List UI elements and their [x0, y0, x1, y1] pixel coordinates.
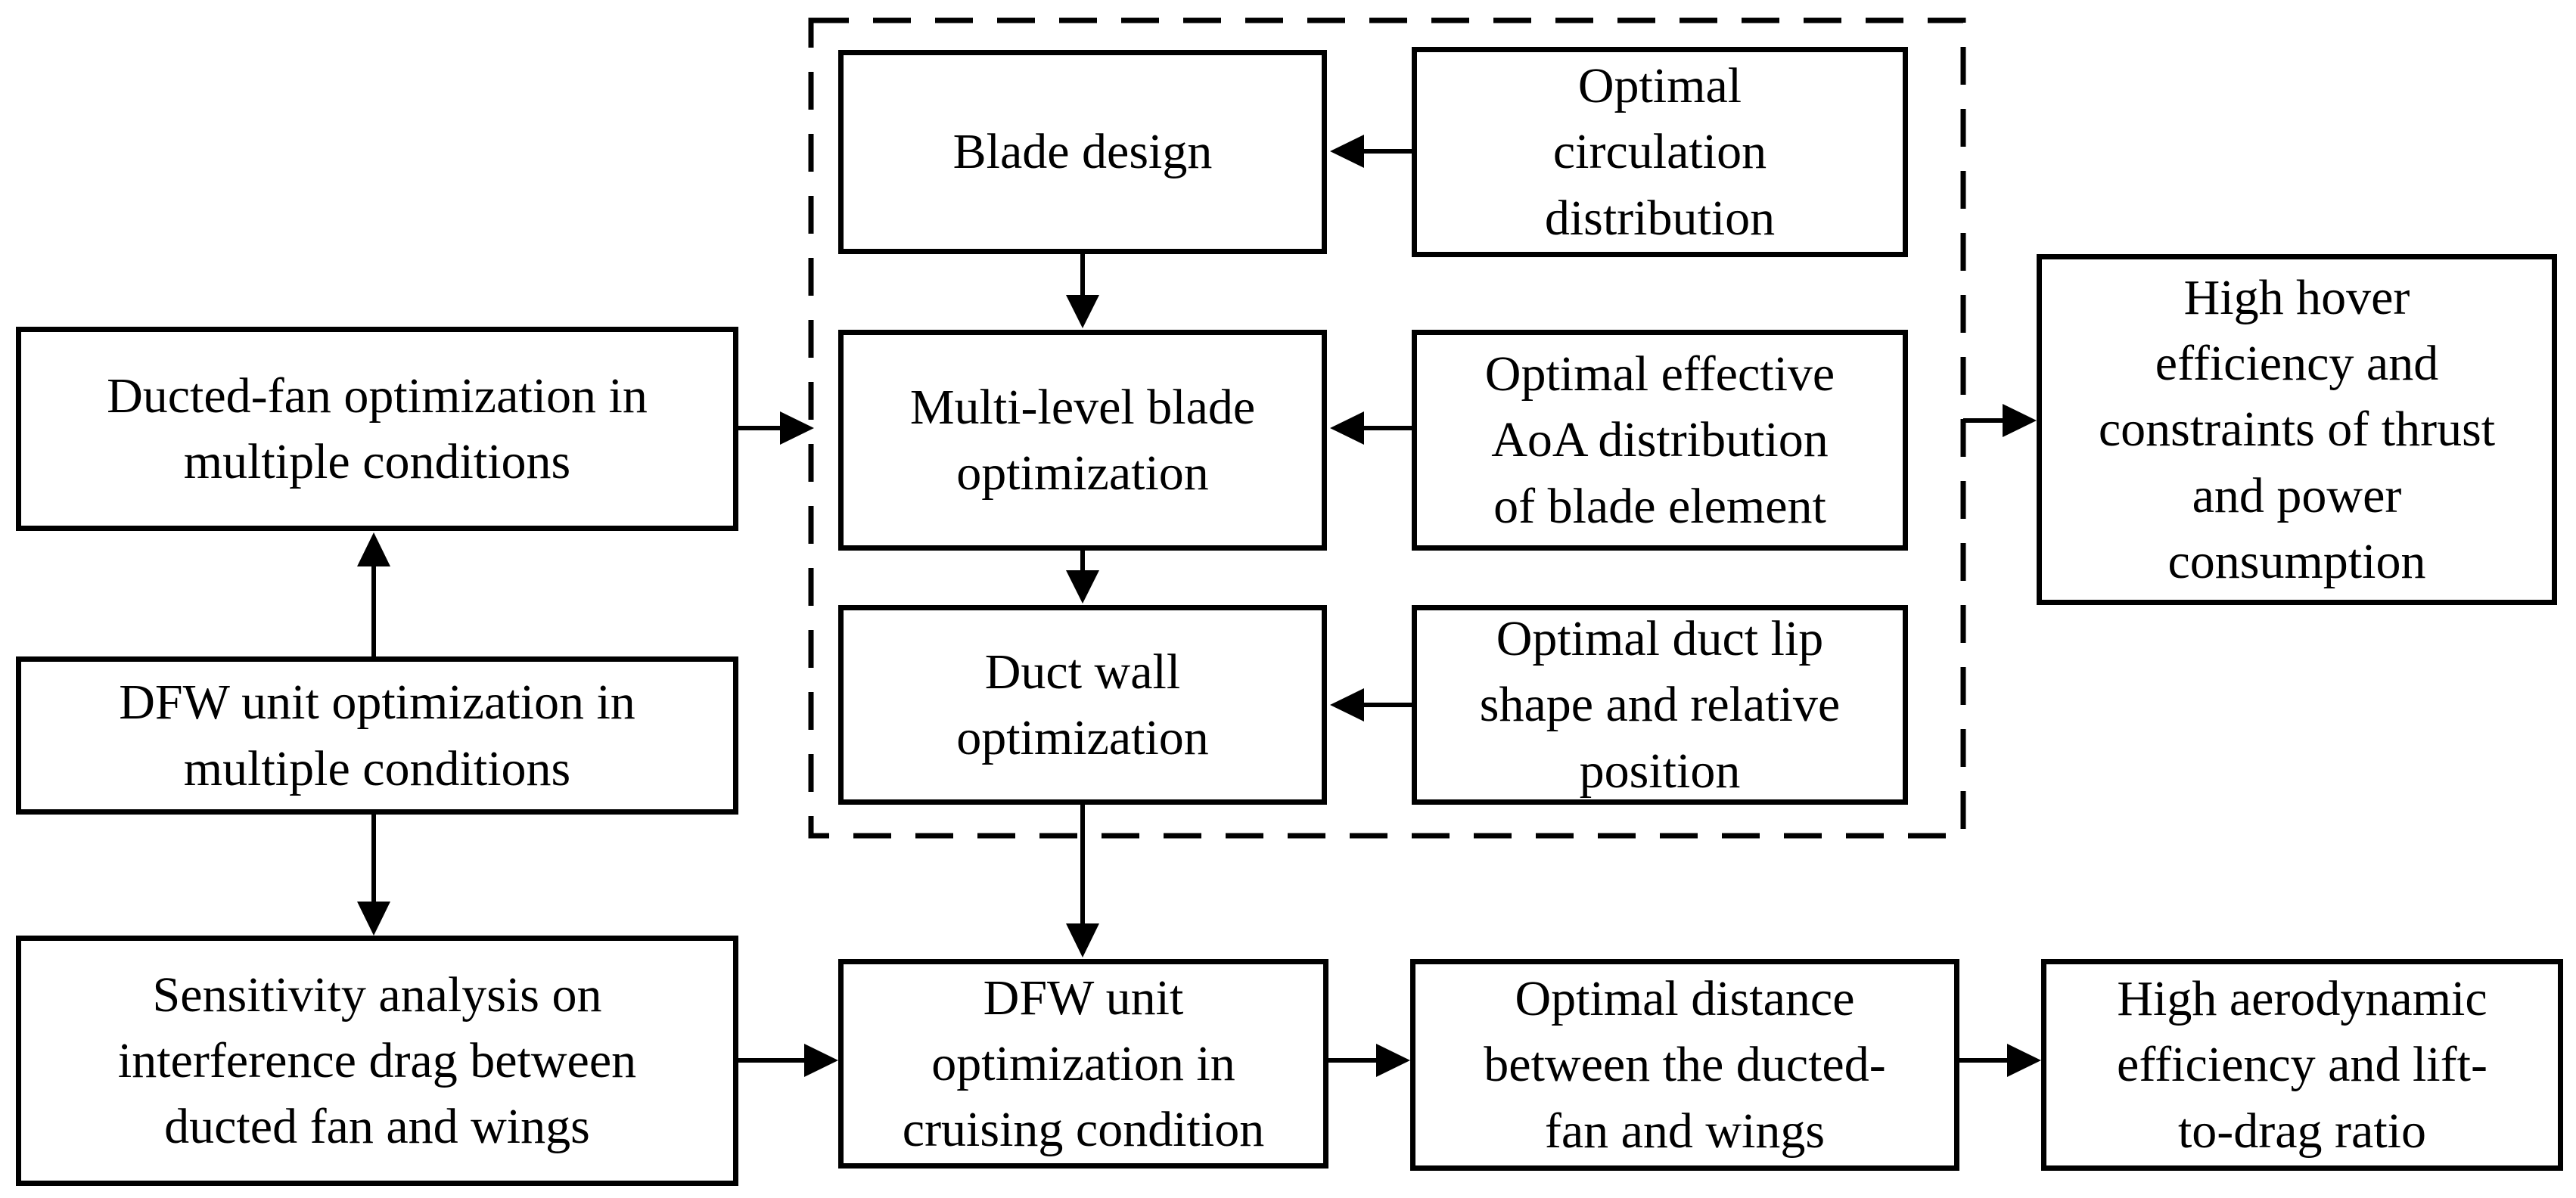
- arrow-duct-lip-to-duct-wall: [1330, 688, 1412, 722]
- arrow-multi-level-to-duct-wall: [1066, 551, 1099, 604]
- dashed-group-border: [808, 17, 1966, 839]
- box-blade-design: Blade design: [838, 50, 1327, 254]
- arrow-dfw-multi-to-sensitivity: [357, 815, 390, 936]
- arrow-ducted-fan-to-group: [738, 411, 814, 445]
- arrow-opt-distance-to-high-aero: [1959, 1044, 2041, 1077]
- box-ducted-fan-optimization: Ducted-fan optimization in multiple cond…: [16, 327, 738, 531]
- arrow-duct-wall-to-dfw-cruise: [1066, 805, 1099, 957]
- box-optimal-circulation-distribution: Optimal circulation distribution: [1412, 47, 1908, 257]
- box-multi-level-blade-optimization: Multi-level blade optimization: [838, 330, 1327, 551]
- arrow-sensitivity-to-dfw-cruise: [738, 1044, 838, 1077]
- box-optimal-effective-aoa: Optimal effective AoA distribution of bl…: [1412, 330, 1908, 551]
- box-optimal-distance: Optimal distance between the ducted- fan…: [1410, 959, 1959, 1171]
- box-duct-wall-optimization: Duct wall optimization: [838, 605, 1327, 805]
- arrow-dfw-multi-to-ducted-fan: [357, 532, 390, 656]
- arrow-circulation-to-blade-design: [1330, 135, 1412, 168]
- arrow-group-to-high-hover: [1963, 404, 2037, 437]
- box-dfw-unit-optimization-cruising: DFW unit optimization in cruising condit…: [838, 959, 1328, 1169]
- box-high-hover-efficiency: High hover efficiency and constraints of…: [2037, 254, 2557, 605]
- arrow-blade-design-to-multi-level: [1066, 254, 1099, 328]
- box-optimal-duct-lip: Optimal duct lip shape and relative posi…: [1412, 605, 1908, 805]
- box-sensitivity-analysis: Sensitivity analysis on interference dra…: [16, 936, 738, 1186]
- arrow-dfw-cruise-to-opt-distance: [1328, 1044, 1410, 1077]
- arrow-aoa-to-multi-level: [1330, 411, 1412, 445]
- box-dfw-unit-optimization-multiple: DFW unit optimization in multiple condit…: [16, 656, 738, 815]
- box-high-aerodynamic-efficiency: High aerodynamic efficiency and lift- to…: [2041, 959, 2563, 1171]
